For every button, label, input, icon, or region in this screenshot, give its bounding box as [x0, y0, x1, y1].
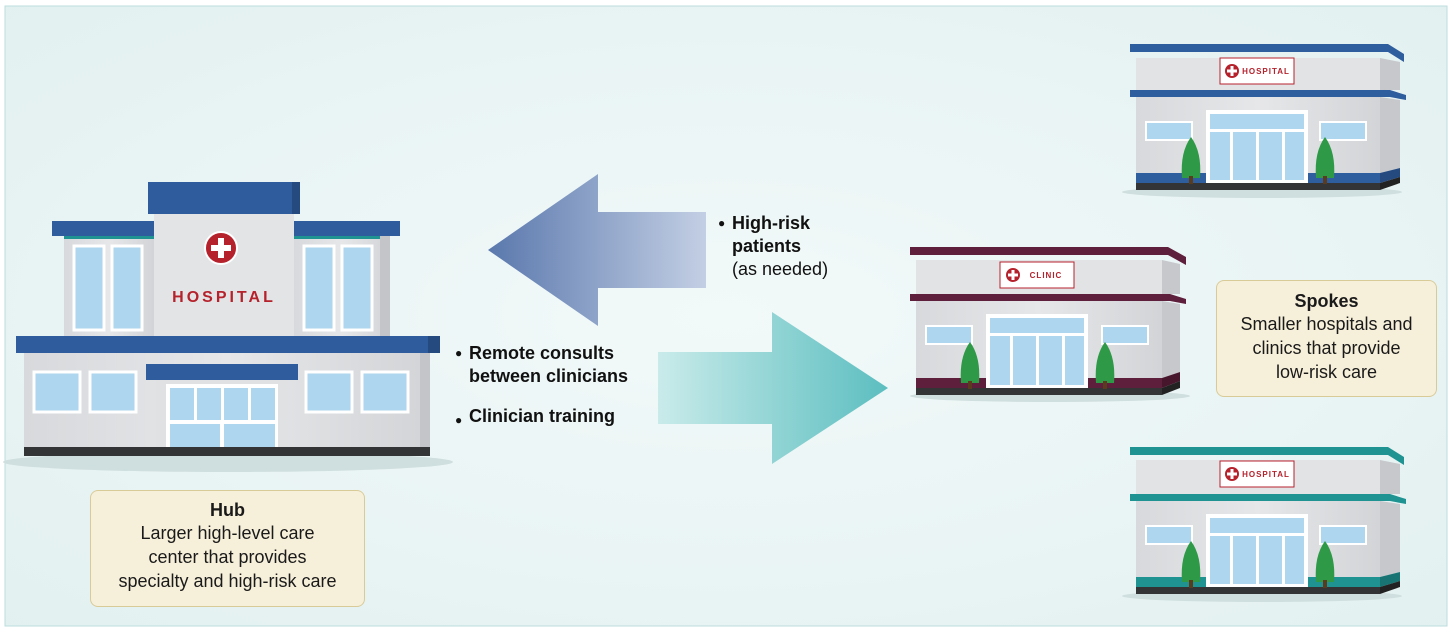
spoke-top-sign-text: HOSPITAL: [1242, 67, 1290, 76]
hub-description-line: center that provides: [148, 547, 307, 567]
hub-description-card: Hub Larger high-level care center that p…: [90, 490, 365, 607]
hub-description-line: Larger high-level care: [140, 523, 315, 543]
spoke-clinic-middle: CLINIC: [910, 247, 1190, 402]
spokes-title: Spokes: [1294, 291, 1359, 311]
to-spokes-item-remote-consults: ●Remote consults: [455, 343, 615, 363]
arrow-to-hub: [488, 174, 706, 326]
to-spokes-label: ●Remote consults between clinicians ●Cli…: [455, 342, 628, 428]
to-spokes-item-between-clinicians: between clinicians: [469, 366, 629, 386]
to-hub-item-as-needed: (as needed): [732, 259, 829, 279]
to-spokes-item-clinician-training: ●Clinician training: [455, 406, 616, 427]
spokes-description-line: low-risk care: [1275, 362, 1377, 382]
hub-sign-text: HOSPITAL: [172, 289, 276, 306]
to-hub-item-high-risk: ●High-risk: [718, 213, 811, 233]
to-hub-label: ●High-risk patients (as needed): [718, 212, 828, 281]
spokes-description-card: Spokes Smaller hospitals and clinics tha…: [1216, 280, 1437, 397]
hub-description-line: specialty and high-risk care: [118, 571, 337, 591]
to-hub-item-patients: patients: [732, 236, 802, 256]
spoke-bottom-sign-text: HOSPITAL: [1242, 470, 1290, 479]
spoke-hospital-top: HOSPITAL: [1122, 44, 1406, 198]
spoke-hospital-bottom: HOSPITAL: [1122, 447, 1406, 602]
spoke-middle-sign-text: CLINIC: [1030, 271, 1063, 280]
hub-title: Hub: [210, 500, 245, 520]
spokes-description-line: clinics that provide: [1252, 338, 1401, 358]
arrow-to-spokes: [658, 312, 888, 464]
spokes-description-line: Smaller hospitals and: [1240, 314, 1413, 334]
hub-hospital-building: HOSPITAL: [3, 182, 453, 472]
